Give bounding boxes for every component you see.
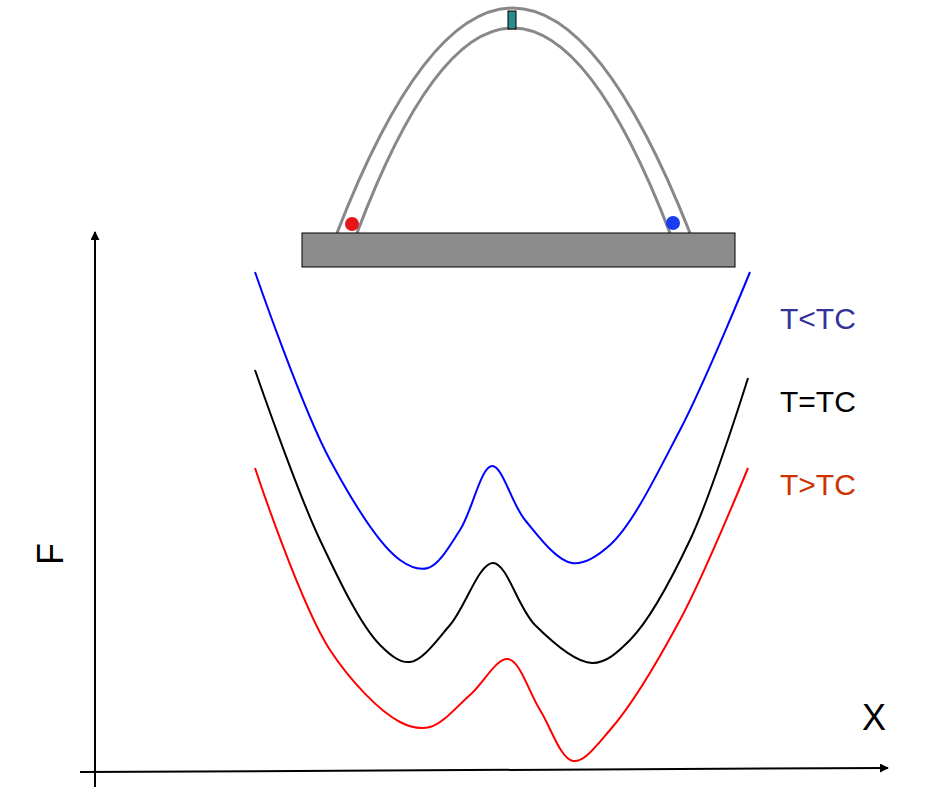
y-axis	[94, 232, 96, 787]
axis-label: X	[862, 700, 886, 736]
free-energy-curve	[255, 468, 748, 761]
base-plate	[302, 233, 735, 267]
axis-label: F	[33, 543, 69, 565]
top-marker	[508, 11, 516, 29]
blue-ball	[666, 216, 680, 230]
red-ball	[345, 217, 359, 231]
temperature-label: T=TC	[780, 387, 856, 417]
temperature-label: T<TC	[780, 304, 856, 334]
temperature-label: T>TC	[780, 470, 856, 500]
free-energy-curve	[255, 370, 748, 663]
free-energy-curve	[255, 272, 750, 569]
x-axis	[80, 768, 888, 772]
arch-outer	[337, 8, 690, 233]
arch-inner	[357, 28, 670, 233]
